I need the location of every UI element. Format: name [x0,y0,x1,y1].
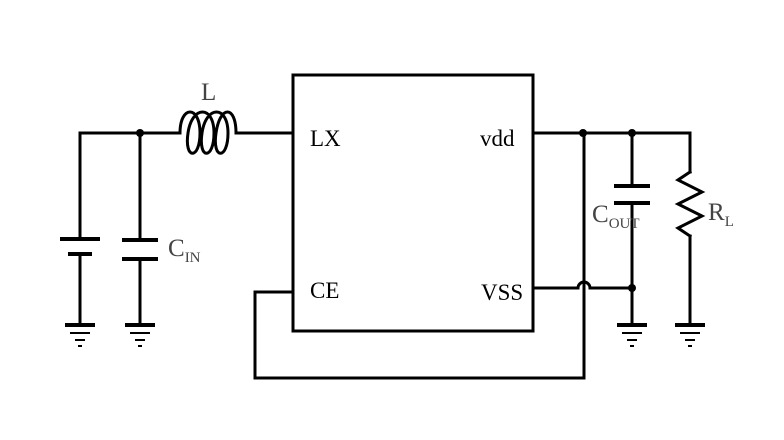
ground-symbol-cout [617,323,647,347]
inductor-label: L [201,79,216,106]
rl-label-main: R [708,199,725,226]
ground-symbol-cin [125,323,155,347]
cin-label: CIN [168,235,201,266]
pin-label-vss: VSS [481,280,523,305]
pin-label-lx: LX [310,126,341,151]
ground-symbol-rl [675,323,705,347]
cout-label-main: C [592,201,609,228]
capacitor-cout [614,184,650,327]
cin-label-main: C [168,235,185,262]
rl-label-sub: L [725,214,734,230]
pin-label-ce: CE [310,278,339,303]
ce-feedback-wire [253,131,586,380]
rl-label: RL [708,199,734,230]
pin-label-vdd: vdd [480,126,515,151]
cout-label: COUT [592,201,640,232]
inductor-coil [178,110,238,155]
resistor-rl [674,169,706,327]
cin-label-sub: IN [185,250,201,266]
capacitor-cin [122,238,158,327]
ic-body [291,73,535,333]
output-wiring [531,129,692,292]
input-wiring [78,129,295,242]
battery-symbol [60,237,100,327]
cout-label-sub: OUT [609,216,640,232]
ground-symbol-battery [65,323,95,347]
